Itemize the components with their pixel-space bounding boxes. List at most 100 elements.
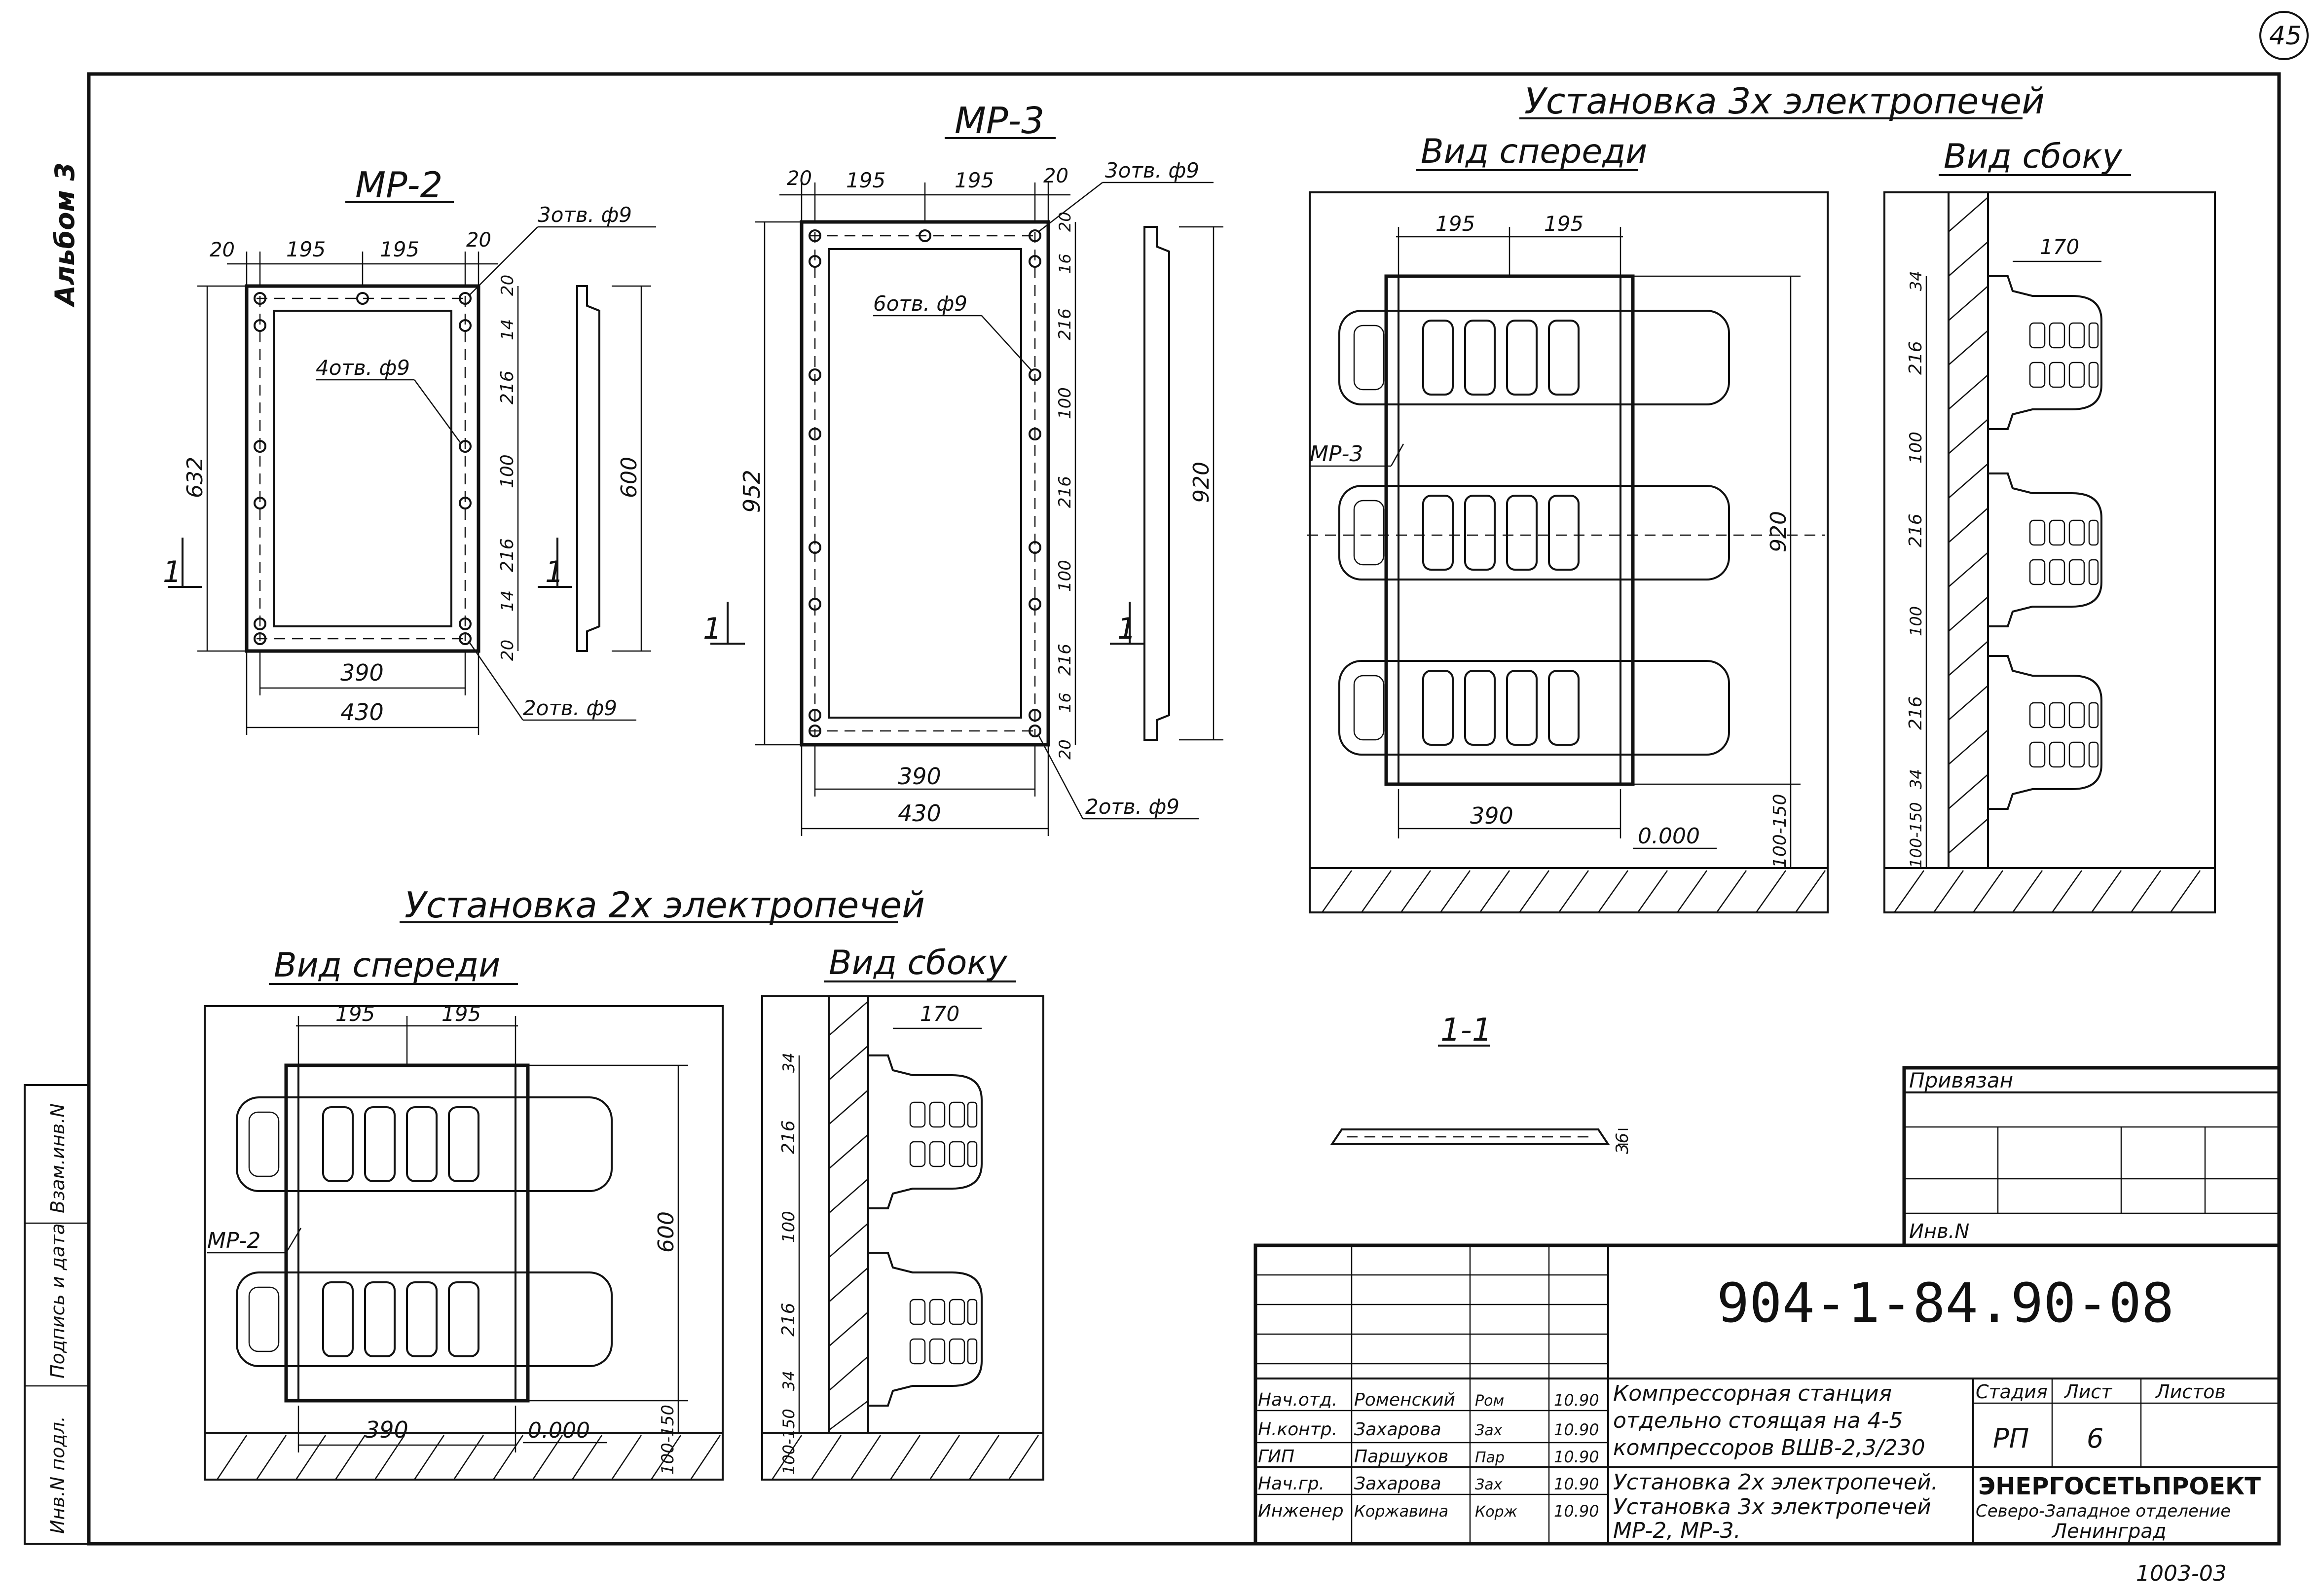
row-role-1: Нач.отд.	[1258, 1390, 1337, 1410]
install3-dim-bottom: 390	[1470, 802, 1513, 829]
mr3-drawing: МР-3 20 195 195 20 3отв. ф9 6отв. ф9 952…	[703, 100, 1223, 836]
row-date-5: 10.90	[1554, 1502, 1599, 1521]
install3-side-width: 170	[2040, 235, 2079, 259]
install3-side-dim-5: 100	[1907, 606, 1925, 636]
mr3-dim-side-3: 216	[1055, 308, 1075, 340]
mr3-dim-side-2: 16	[1056, 254, 1074, 274]
mr2-dim-side-6: 14	[498, 590, 517, 612]
sheet-title-2: Установка 3х электропечей	[1613, 1494, 1931, 1520]
install3-side-heater-2	[1988, 472, 2102, 627]
mr2-section-mark-left: 1	[163, 555, 182, 589]
install2-gap: 100-150	[658, 1405, 678, 1475]
install3-side-dim-3: 100	[1906, 432, 1926, 464]
install3-side-panel	[1883, 191, 2216, 913]
mr3-dim-side-6: 100	[1055, 560, 1075, 592]
project-title-3: компрессоров ВШВ-2,3/230	[1613, 1435, 1925, 1460]
mr2-dim-top-4: 20	[466, 229, 491, 252]
row-name-3: Паршуков	[1354, 1447, 1448, 1467]
install3-side-dim-4: 216	[1906, 513, 1926, 547]
install2-heater-2	[236, 1271, 613, 1367]
title-block: Привязан Инв.N 904-1-84.90-08 Нач.отд. Р…	[1253, 1066, 2281, 1546]
row-role-4: Нач.гр.	[1258, 1474, 1325, 1494]
mr3-dim-side-4: 100	[1055, 387, 1075, 419]
mr3-dim-top-1: 20	[787, 167, 812, 190]
install3-label: МР-3	[1310, 441, 1363, 467]
mr2-dim-height: 632	[183, 457, 208, 498]
row-sign-1: Ром	[1475, 1392, 1504, 1410]
mr3-section-mark-left: 1	[703, 612, 722, 646]
install2-label: МР-2	[207, 1228, 260, 1253]
row-sign-2: Зах	[1475, 1422, 1503, 1439]
install2-side-dim-3: 100	[779, 1211, 799, 1243]
mr2-drawing: МР-2 20 195 195 20 3отв. ф9 4отв. ф9 632…	[163, 164, 656, 735]
album-label: Альбом 3	[49, 162, 80, 308]
row-name-5: Коржавина	[1354, 1502, 1448, 1521]
install2-drawing: Установка 2х электропечей Вид спереди Ви…	[204, 884, 1044, 1481]
install3-side-dim-6: 216	[1906, 696, 1926, 730]
row-sign-3: Пар	[1475, 1449, 1505, 1466]
row-date-2: 10.90	[1554, 1420, 1599, 1439]
section-1-1: 1-1 36	[1330, 1012, 1632, 1154]
mr2-dim-side-2: 14	[498, 319, 517, 340]
mr3-dim-side-9: 20	[1056, 739, 1074, 760]
mr3-dim-side-1: 20	[1056, 212, 1074, 232]
mr2-holes-bottom: 2отв. ф9	[523, 696, 617, 720]
install2-dim-top-1: 195	[335, 1002, 375, 1026]
install2-side-dim-6: 100-150	[779, 1409, 798, 1475]
install3-side-title: Вид сбоку	[1944, 137, 2122, 176]
install2-side-dim-1: 34	[779, 1052, 798, 1073]
install3-heater-1	[1338, 310, 1730, 405]
row-role-5: Инженер	[1258, 1501, 1344, 1521]
mr2-dim-side-5: 216	[497, 538, 517, 572]
mr3-dim-side-5: 216	[1055, 476, 1075, 508]
install3-side-heater-3	[1988, 655, 2102, 810]
install3-side-dim-1: 34	[1907, 271, 1925, 291]
mr3-profile	[1143, 226, 1170, 741]
mr2-dim-side-1: 20	[498, 275, 517, 296]
section-title: 1-1	[1440, 1012, 1492, 1049]
install3-title: Установка 3х электропечей	[1524, 80, 2045, 122]
install2-side-title: Вид сбоку	[829, 943, 1007, 982]
mr3-dim-side-8: 16	[1056, 692, 1074, 713]
install3-dim-top-1: 195	[1436, 212, 1475, 236]
mr3-dim-top-3: 195	[955, 168, 994, 192]
mr2-dim-side-7: 20	[498, 640, 517, 661]
install2-title: Установка 2х электропечей	[405, 884, 925, 926]
mr2-dim-outer: 430	[340, 699, 384, 725]
install2-side-dim-4: 216	[778, 1303, 799, 1337]
install3-side-dim-7: 34	[1907, 769, 1925, 789]
install3-dim-top-2: 195	[1544, 212, 1583, 236]
mr2-dim-side-3: 216	[497, 370, 517, 404]
left-strip-replace: Взам.инв.N	[47, 1103, 69, 1213]
mr3-dim-side-7: 216	[1055, 644, 1075, 676]
install2-side-width: 170	[920, 1002, 959, 1026]
install3-drawing: Установка 3х электропечей Вид спереди Ви…	[1307, 80, 2216, 913]
mr3-dim-outer: 430	[898, 800, 941, 827]
mr3-dim-top-4: 20	[1043, 165, 1068, 187]
left-strip-inv: Инв.N подл.	[47, 1416, 69, 1534]
install2-level: 0.000	[528, 1418, 590, 1443]
install3-gap: 100-150	[1770, 794, 1790, 868]
sheet-value: 6	[2087, 1423, 2103, 1454]
row-date-1: 10.90	[1554, 1391, 1599, 1410]
mr2-section-mark-right: 1	[545, 555, 564, 589]
bottom-code: 1003-03	[2136, 1561, 2227, 1586]
project-title-2: отдельно стоящая на 4-5	[1613, 1408, 1903, 1433]
sheet-border	[87, 72, 2281, 1546]
sheet-label: Лист	[2063, 1381, 2113, 1403]
row-date-3: 10.90	[1554, 1448, 1599, 1466]
mr2-dim-top-1: 20	[210, 239, 235, 261]
install3-side-heater-1	[1988, 275, 2102, 430]
org-name: ЭНЕРГОСЕТЬПРОЕКТ	[1978, 1473, 2261, 1500]
install3-side-dim-8: 100-150	[1907, 802, 1925, 868]
privyazan-label: Привязан	[1909, 1068, 2013, 1092]
mr3-holes-top: 3отв. ф9	[1105, 158, 1199, 182]
sheet-number: 45	[2269, 21, 2302, 51]
left-strip-box	[24, 1084, 90, 1545]
row-name-2: Захарова	[1354, 1419, 1441, 1440]
mr3-title: МР-3	[955, 100, 1044, 142]
install2-side-dim-2: 216	[778, 1120, 799, 1154]
mr2-dim-top-2: 195	[286, 237, 326, 261]
install3-dim-height: 920	[1766, 511, 1791, 552]
install3-heater-2	[1338, 485, 1730, 580]
